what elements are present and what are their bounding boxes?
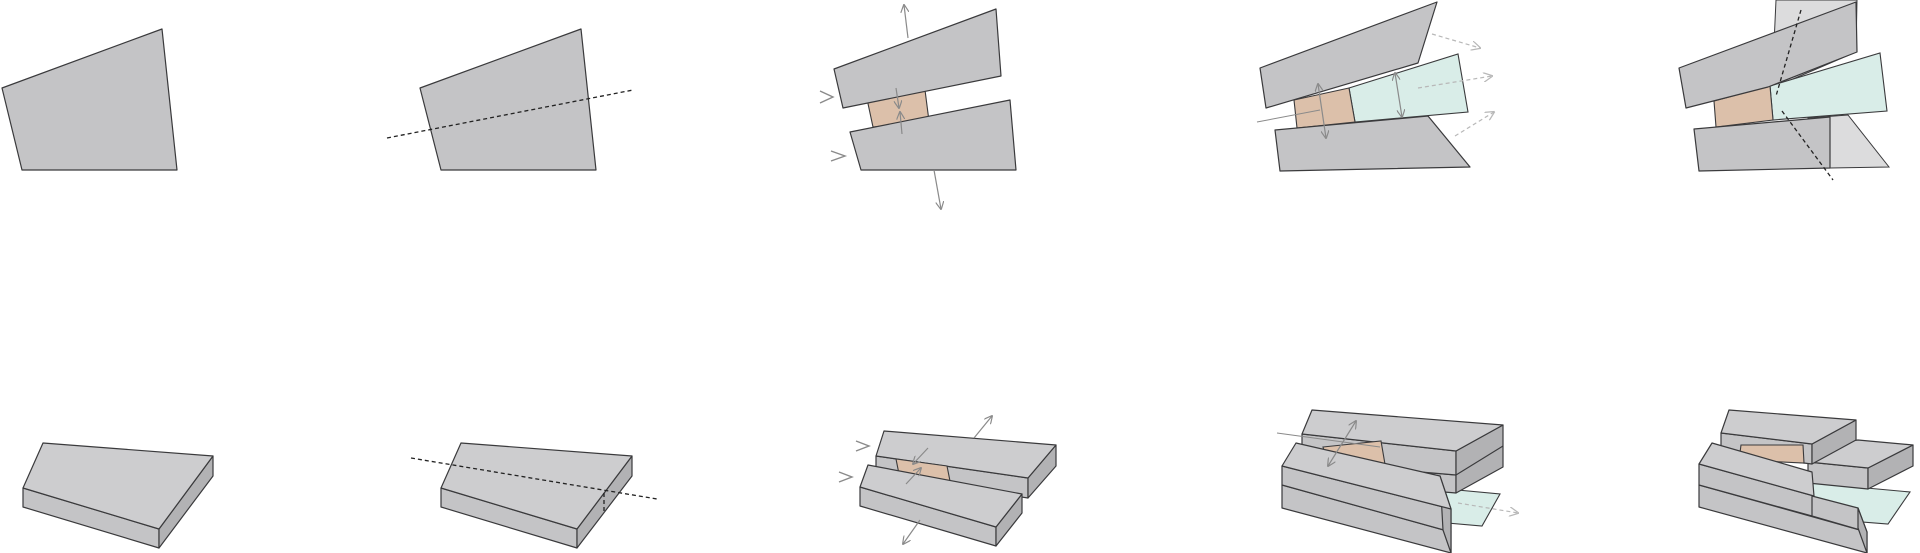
- lower-block-top: [1698, 442, 1815, 497]
- cut-line: [1781, 110, 1834, 181]
- plan-step-4: [1256, 1, 1494, 172]
- squeeze-arrow: [1328, 421, 1356, 466]
- level-line: [1455, 445, 1504, 476]
- axo-step-4: [1276, 409, 1518, 553]
- upper-block: [833, 8, 1002, 109]
- plan-step-3: [819, 5, 1017, 209]
- squeeze-arrow: [1318, 84, 1326, 138]
- cut-line: [1256, 109, 1321, 123]
- lower-block-end: [1857, 507, 1868, 553]
- extend-arrow-dashed: [1417, 76, 1492, 89]
- extend-arrow: [1395, 73, 1402, 117]
- lower-block: [849, 99, 1017, 171]
- lower-block: [1693, 116, 1831, 172]
- axo-step-5: [1698, 409, 1914, 553]
- push-arrow-up: [973, 416, 992, 439]
- upper-block: [1678, 1, 1858, 109]
- axo-step-3: [838, 416, 1057, 547]
- entry-arrow-icon: [830, 150, 848, 162]
- plan-block: [419, 28, 597, 171]
- plan-step-5: [1678, 0, 1891, 181]
- axo-step-1: [22, 442, 214, 549]
- squeeze-arrow-down: [896, 87, 899, 108]
- plan-step-2: [386, 28, 634, 171]
- lower-block-top: [1281, 442, 1452, 510]
- entry-arrow-icon: [838, 471, 854, 483]
- entry-arrow-icon: [819, 90, 835, 104]
- plan-step-1: [1, 28, 178, 171]
- squeeze-arrow-up: [900, 112, 902, 135]
- block-top: [440, 442, 633, 530]
- plan-block: [1, 28, 178, 171]
- upper-block: [1259, 1, 1438, 109]
- axo-step-2: [410, 442, 658, 549]
- squeeze-arrow: [905, 468, 921, 485]
- extend-arrow-dashed: [1454, 112, 1494, 137]
- extend-arrow-dashed: [1457, 502, 1518, 513]
- extend-arrow-dashed: [1431, 33, 1480, 48]
- upper-block-top: [875, 430, 1057, 479]
- entry-arrow-icon: [855, 440, 871, 452]
- upper-block-top: [1720, 409, 1857, 445]
- lower-block-top: [859, 464, 1023, 528]
- push-arrow-down: [903, 519, 921, 544]
- block-top: [22, 442, 214, 530]
- squeeze-arrow: [913, 447, 929, 464]
- push-arrow-up: [904, 5, 908, 39]
- push-arrow-down: [933, 169, 941, 209]
- cut-line: [1775, 9, 1802, 97]
